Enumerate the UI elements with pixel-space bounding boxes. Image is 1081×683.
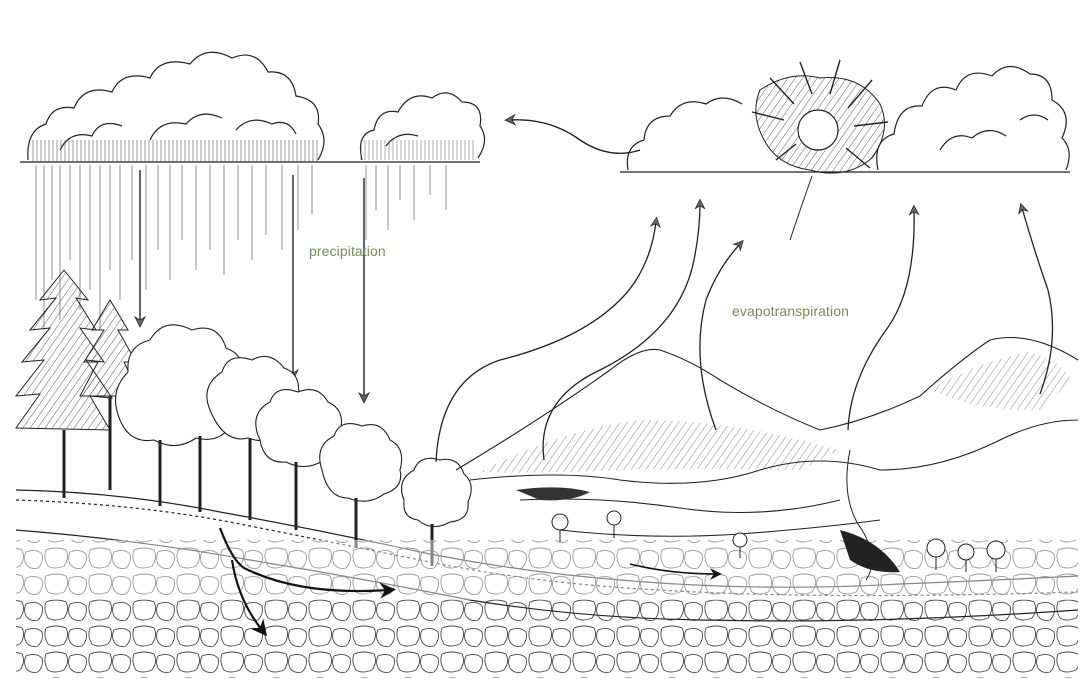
pond: [516, 487, 590, 500]
precipitation-label: precipitation: [309, 243, 386, 259]
cloud-shadow-mid: [360, 140, 475, 160]
cloud-transport-arrow: [510, 120, 640, 154]
evapotranspiration-label: evapotranspiration: [732, 303, 849, 319]
sun-icon: [752, 60, 888, 173]
distant-hill-shading: [930, 352, 1072, 410]
hill-shading: [480, 420, 840, 473]
cloud-shadow-left: [30, 140, 320, 162]
